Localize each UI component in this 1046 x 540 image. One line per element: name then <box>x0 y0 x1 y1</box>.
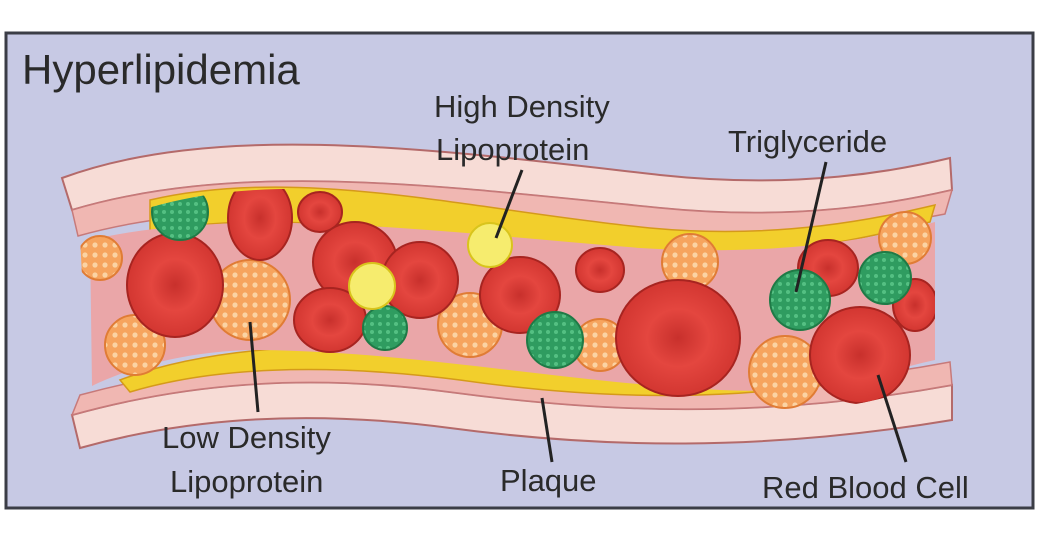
hdl-label-line2: Lipoprotein <box>436 132 589 167</box>
ldl-label-line1: Low Density <box>162 420 331 455</box>
hdl-leader-line <box>494 169 524 239</box>
label-red-blood-cell: Red Blood Cell <box>762 374 969 505</box>
triglyceride-label: Triglyceride <box>728 124 887 159</box>
red-blood-cell-icon <box>479 256 561 334</box>
red-blood-cell-icon <box>615 279 741 397</box>
red-blood-cell-icon <box>297 191 343 233</box>
ldl-label-line2: Lipoprotein <box>170 464 323 499</box>
label-low-density-lipoprotein: Low Density Lipoprotein <box>162 321 331 499</box>
plaque-label: Plaque <box>500 463 597 498</box>
ldl-particle-icon <box>80 235 123 281</box>
hdl-particle-icon <box>348 262 396 310</box>
hdl-particle-icon <box>467 222 513 268</box>
label-plaque: Plaque <box>500 397 597 498</box>
red-blood-cells <box>126 178 935 404</box>
red-blood-cell-icon <box>227 178 293 261</box>
red-blood-cell-icon <box>809 306 911 404</box>
red-blood-cell-icon <box>575 247 625 293</box>
diagram-title: Hyperlipidemia <box>22 46 300 93</box>
label-high-density-lipoprotein: High Density Lipoprotein <box>434 89 610 239</box>
triglyceride-particle-icon <box>362 305 408 351</box>
triglyceride-particles <box>151 183 912 369</box>
plaque-leader-line <box>540 397 554 463</box>
label-triglyceride: Triglyceride <box>728 124 887 293</box>
triglyceride-leader-line <box>794 161 828 293</box>
rbc-leader-line <box>876 374 908 463</box>
ldl-leader-line <box>248 321 260 413</box>
hdl-label-line1: High Density <box>434 89 610 124</box>
hdl-particles <box>348 222 513 310</box>
triglyceride-particle-icon <box>858 251 912 305</box>
triglyceride-particle-icon <box>526 311 584 369</box>
red-blood-cell-icon <box>126 232 224 338</box>
rbc-label: Red Blood Cell <box>762 470 969 505</box>
